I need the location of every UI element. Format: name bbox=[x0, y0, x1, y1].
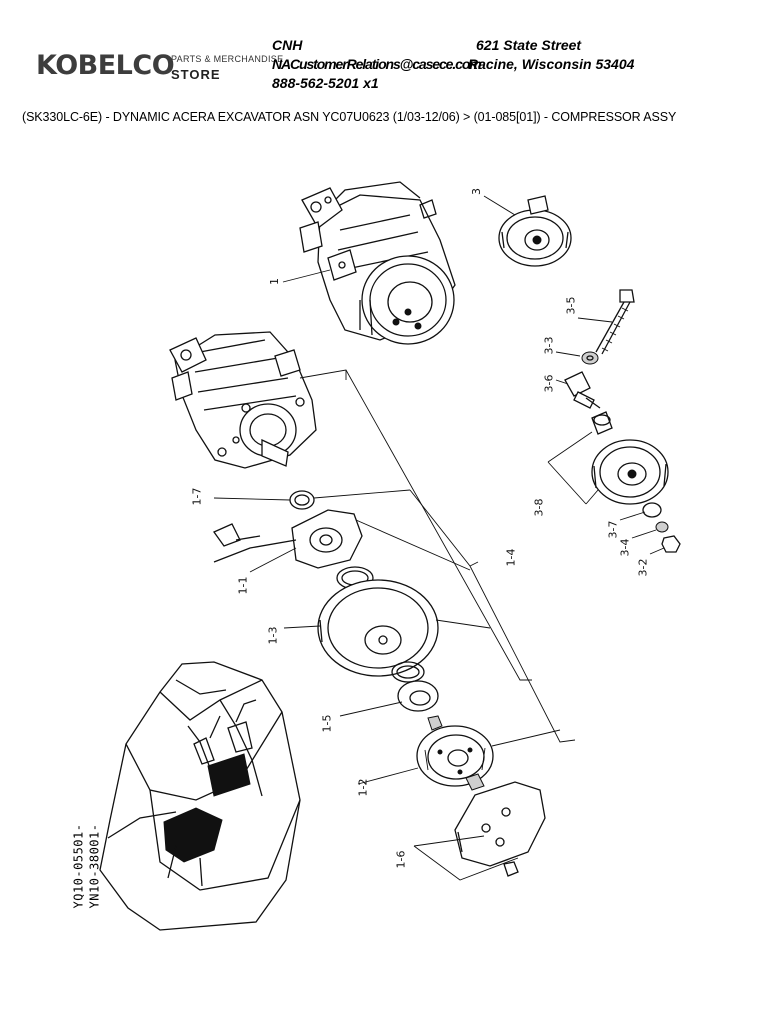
seal-1-7 bbox=[289, 490, 315, 510]
pulley-assembly-3 bbox=[498, 195, 572, 267]
pulley-3-8 bbox=[591, 439, 669, 505]
callout-1-5: 1-5 bbox=[320, 714, 334, 733]
washer-3-3 bbox=[581, 351, 599, 365]
callout-3: 3 bbox=[470, 188, 483, 195]
ring bbox=[391, 661, 425, 683]
city-state-zip: Racine, Wisconsin 53404 bbox=[468, 56, 635, 72]
callout-3-4: 3-4 bbox=[618, 538, 632, 557]
callout-1-7: 1-7 bbox=[190, 487, 204, 506]
company-name: CNH bbox=[272, 37, 303, 53]
coil-1-1 bbox=[213, 509, 363, 569]
callout-3-3: 3-3 bbox=[542, 336, 556, 355]
bearing-1-5 bbox=[397, 680, 439, 712]
bushing-3-8 bbox=[591, 411, 613, 435]
callout-1-6: 1-6 bbox=[394, 850, 408, 869]
washer-3-7 bbox=[642, 502, 662, 518]
shaft-nut bbox=[427, 715, 443, 731]
callout-1-4: 1-4 bbox=[504, 548, 518, 567]
serial-range-2: YN10-38001- bbox=[87, 823, 102, 909]
callout-1-1: 1-1 bbox=[236, 576, 250, 595]
bracket-1-6 bbox=[454, 781, 546, 877]
serial-range-1: YQ10-05501- bbox=[71, 823, 86, 909]
nut-3-2 bbox=[661, 535, 681, 553]
hub-1-2 bbox=[416, 725, 494, 787]
logo-tagline: PARTS & MERCHANDISE bbox=[171, 54, 284, 64]
logo-store: STORE bbox=[171, 67, 221, 82]
callout-3-2: 3-2 bbox=[636, 558, 650, 577]
compressor-body bbox=[169, 331, 317, 469]
callout-3-8: 3-8 bbox=[532, 498, 546, 517]
hub-washer bbox=[465, 773, 485, 791]
callout-3-5: 3-5 bbox=[564, 296, 578, 315]
stud-3-6 bbox=[564, 371, 601, 409]
callout-1-3: 1-3 bbox=[266, 626, 280, 645]
callout-3-7: 3-7 bbox=[606, 520, 620, 539]
compressor-assembly bbox=[299, 181, 456, 345]
callout-1-2: 1-2 bbox=[356, 778, 370, 797]
washer-3-4 bbox=[655, 521, 669, 533]
support-email-link[interactable]: NACustomerRelations@casece.com bbox=[272, 56, 482, 72]
breadcrumb: (SK330LC-6E) - DYNAMIC ACERA EXCAVATOR A… bbox=[22, 110, 677, 124]
street-address: 621 State Street bbox=[476, 37, 582, 53]
phone-number: 888-562-5201 x1 bbox=[272, 75, 379, 91]
bolt-3-5 bbox=[595, 289, 635, 355]
callout-3-6: 3-6 bbox=[542, 374, 556, 393]
callout-1: 1 bbox=[268, 278, 281, 285]
excavator-cab-location-icon bbox=[99, 661, 301, 931]
logo-wordmark: KOBELCO bbox=[36, 50, 175, 81]
pulley-1-3 bbox=[317, 579, 439, 677]
